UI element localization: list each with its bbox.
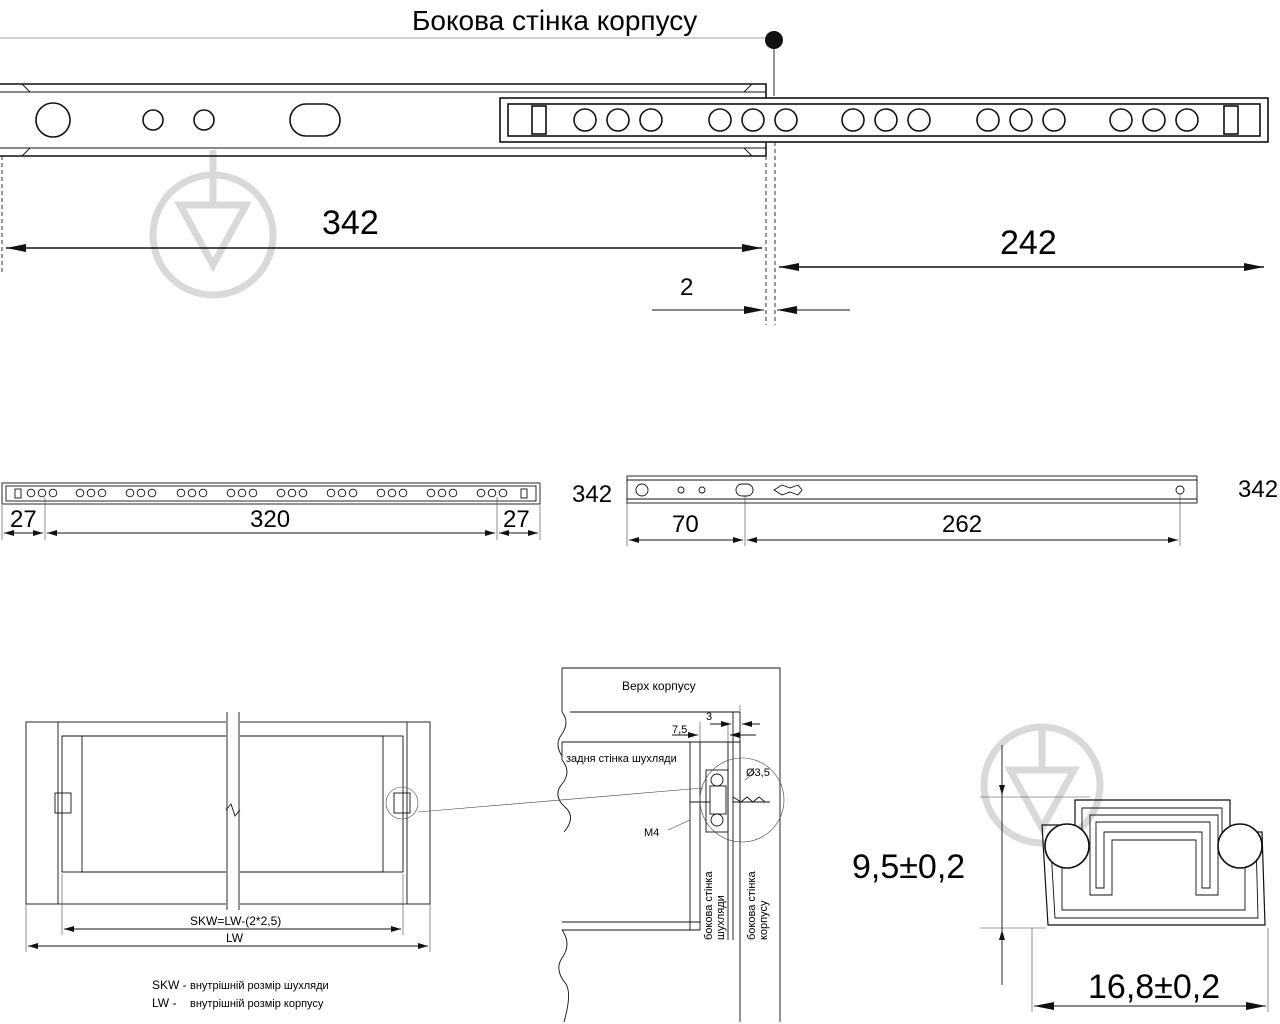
rail-hole <box>426 488 436 498</box>
dim-320: 320 <box>250 506 290 533</box>
dim-3: 3 <box>706 711 712 723</box>
rail-profile-drawing <box>980 745 1269 1012</box>
legend-skw-text: внутрішній розмір шухляди <box>190 980 329 992</box>
dim-2-gap: 2 <box>680 274 693 301</box>
legend-lw-abbr: LW - <box>152 996 176 1010</box>
dim-70: 70 <box>672 511 699 538</box>
legend-skw-abbr: SKW - <box>152 978 187 992</box>
lw-label: LW <box>226 931 244 945</box>
profile-width-dim: 16,8±0,2 <box>1088 968 1220 1006</box>
rail-hole <box>487 488 497 498</box>
rail-hole <box>337 488 347 498</box>
rail-hole <box>147 488 157 498</box>
rail-hole <box>136 488 146 498</box>
watermark-logo-right <box>980 723 1104 847</box>
skw-formula: SKW=LW-(2*2,5) <box>190 914 281 928</box>
rail-hole <box>326 488 336 498</box>
m4-label: M4 <box>644 827 659 839</box>
cabinet-front-drawing <box>25 712 704 952</box>
cabinet-top-label: Верх корпусу <box>622 679 696 693</box>
cabinet-side-wall-label: бокова стінка корпусу <box>746 871 770 940</box>
rail-hole <box>248 488 258 498</box>
rail-hole <box>448 488 458 498</box>
rail-hole <box>498 488 508 498</box>
profile-height-dim: 9,5±0,2 <box>852 848 965 886</box>
rail-hole <box>198 488 208 498</box>
rail-hole <box>125 488 135 498</box>
rail-hole <box>75 488 85 498</box>
rail-hole <box>37 488 47 498</box>
rail-hole <box>298 488 308 498</box>
rail-hole <box>437 488 447 498</box>
svg-text:бокова стінка: бокова стінка <box>703 871 715 940</box>
section-detail-drawing <box>557 667 785 1023</box>
svg-text:шухляди: шухляди <box>715 895 727 940</box>
rail-hole <box>86 488 96 498</box>
rail-hole <box>348 488 358 498</box>
top-slide-drawing <box>0 31 1269 325</box>
rail-hole <box>276 488 286 498</box>
dim-342-top: 342 <box>322 204 379 242</box>
rail-hole <box>476 488 486 498</box>
dim-27-left: 27 <box>10 506 37 533</box>
drawer-back-wall-label: задня стінка шухляди <box>566 753 677 765</box>
side-wall-title: Бокова стінка корпусу <box>412 5 697 36</box>
rail-hole <box>97 488 107 498</box>
rail-hole <box>26 488 36 498</box>
label-342-right: 342 <box>1238 476 1278 503</box>
rail-hole <box>48 488 58 498</box>
dim-27-right: 27 <box>503 506 530 533</box>
inner-rail-small-drawing <box>1 482 541 540</box>
outer-rail-small-drawing <box>626 475 1198 546</box>
rail-hole <box>398 488 408 498</box>
drawer-side-wall-label: бокова стінка шухляди <box>703 871 727 940</box>
watermark-logo-left <box>149 150 277 299</box>
rail-hole <box>226 488 236 498</box>
dim-262: 262 <box>942 511 982 538</box>
screw-diameter-label: Ø3,5 <box>746 767 770 779</box>
rail-hole <box>376 488 386 498</box>
svg-text:бокова стінка: бокова стінка <box>746 871 758 940</box>
dim-7-5: 7,5 <box>672 724 687 736</box>
rail-hole <box>187 488 197 498</box>
rail-hole <box>176 488 186 498</box>
rail-hole <box>237 488 247 498</box>
dim-242-top: 242 <box>1000 224 1057 262</box>
rail-hole <box>387 488 397 498</box>
svg-text:корпусу: корпусу <box>758 900 770 940</box>
legend-lw-text: внутрішній розмір корпусу <box>190 998 324 1010</box>
rail-hole <box>287 488 297 498</box>
label-342-left: 342 <box>572 481 612 508</box>
